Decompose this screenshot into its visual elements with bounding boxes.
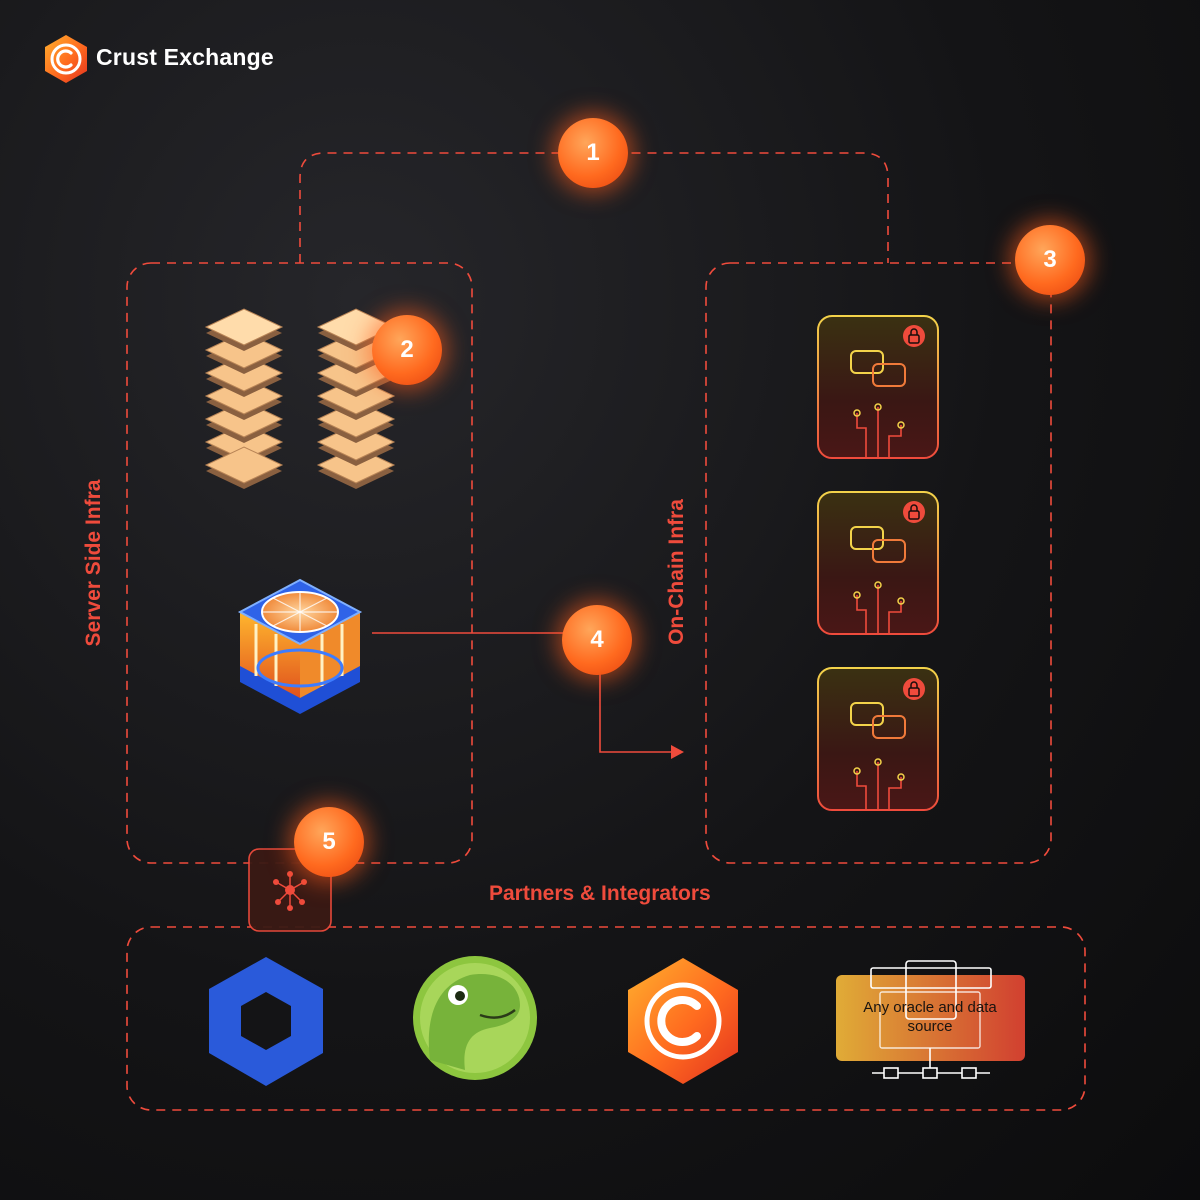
oracle-server-icon [836, 960, 1025, 1079]
step-badge-5: 5 [294, 807, 364, 877]
step-badge-3: 3 [1015, 225, 1085, 295]
processing-unit-icon [237, 578, 363, 714]
connector-step-1 [299, 152, 889, 263]
chainlink-logo-icon [209, 957, 323, 1086]
partners-integrators-group [126, 926, 1086, 1111]
smart-contract-chip-icon [817, 491, 939, 635]
smart-contract-chip-icon [817, 315, 939, 459]
on-chain-infra-group [705, 262, 1052, 864]
step-badge-1: 1 [558, 118, 628, 188]
brand-name: Crust Exchange [96, 44, 274, 70]
brand-logo-icon [45, 35, 87, 83]
smart-contract-chip-icon [817, 667, 939, 811]
step-badge-4: 4 [562, 605, 632, 675]
database-stack-icon [204, 308, 284, 489]
coingecko-logo-icon [413, 956, 537, 1080]
on-chain-infra-label: On-Chain Infra [665, 499, 688, 645]
oracle-data-source-label: Any oracle and data source [863, 999, 997, 1035]
step-badge-2: 2 [372, 315, 442, 385]
server-side-infra-label: Server Side Infra [82, 479, 105, 647]
connector-step-4 [372, 632, 684, 759]
crust-exchange-logo-icon [628, 958, 738, 1084]
partners-integrators-label: Partners & Integrators [489, 882, 711, 905]
